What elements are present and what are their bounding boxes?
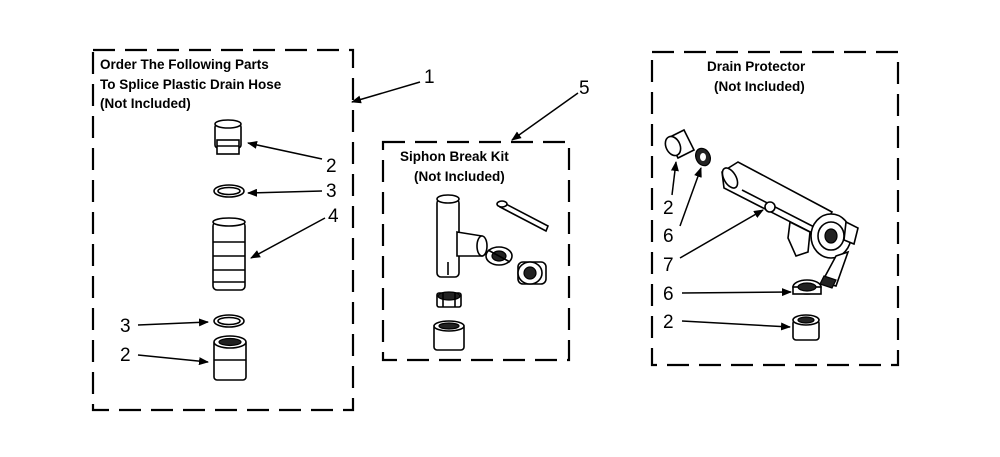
callout-prot-2-left: 2 [663,198,674,219]
callout-splice-2-bottom: 2 [120,345,131,366]
siphon-break-kit-group: Siphon Break Kit (Not Included) [381,78,590,362]
siphon-adapter [517,261,547,285]
callout-prot-7: 7 [663,255,674,276]
leader-5 [511,92,579,141]
leader-prot-2-right [681,320,791,331]
callout-prot-2-right: 2 [663,312,674,333]
splice-clamp-top [213,184,245,198]
siphon-group-box [381,140,571,362]
siphon-title-line-1: Siphon Break Kit [400,149,509,164]
leader-splice-2-top [247,140,323,160]
siphon-lower-coupling [433,320,465,351]
leader-splice-4 [250,217,326,259]
splice-connector-tube [212,217,246,291]
protector-end-coupling [664,128,696,160]
leader-splice-2-bottom [137,354,209,366]
splice-group-box [91,48,355,412]
splice-parts-group: Order The Following Parts To Splice Plas… [91,48,435,412]
leader-splice-3-top [247,188,323,197]
leader-splice-3-bottom [137,318,209,327]
drain-protector-group: Drain Protector (Not Included) [650,50,900,367]
protector-washer-right [792,279,822,295]
callout-5: 5 [579,78,590,99]
splice-coupling-bottom [213,335,247,381]
callout-splice-4: 4 [328,206,339,227]
splice-title-line-3: (Not Included) [100,96,191,111]
callout-prot-6-right: 6 [663,284,674,305]
splice-coupling-top [214,119,242,155]
protector-small-washer [695,147,711,167]
siphon-tee-fitting [436,194,488,278]
callout-splice-3-bottom: 3 [120,316,131,337]
protector-group-box [650,50,900,367]
splice-clamp-bottom [213,314,245,328]
leader-prot-6-left [679,167,702,227]
callout-prot-6-left: 6 [663,226,674,247]
splice-title-line-2: To Splice Plastic Drain Hose [100,77,282,92]
protector-main-body [721,161,834,257]
siphon-nut [485,246,513,266]
leader-prot-6-right [681,288,792,297]
leader-prot-7 [679,209,764,259]
callout-splice-2-top: 2 [326,156,337,177]
leader-prot-2-left [670,161,679,196]
siphon-lower-nut [436,291,462,308]
leader-1 [351,81,421,104]
protector-title-line-2: (Not Included) [714,79,805,94]
protector-valve-flap [810,213,859,289]
splice-title-line-1: Order The Following Parts [100,57,269,72]
callout-1: 1 [424,67,435,88]
siphon-title-line-2: (Not Included) [414,169,505,184]
siphon-air-gap-pin [496,200,550,233]
callout-splice-3-top: 3 [326,181,337,202]
protector-coupling-right [792,314,820,341]
protector-title-line-1: Drain Protector [707,59,806,74]
